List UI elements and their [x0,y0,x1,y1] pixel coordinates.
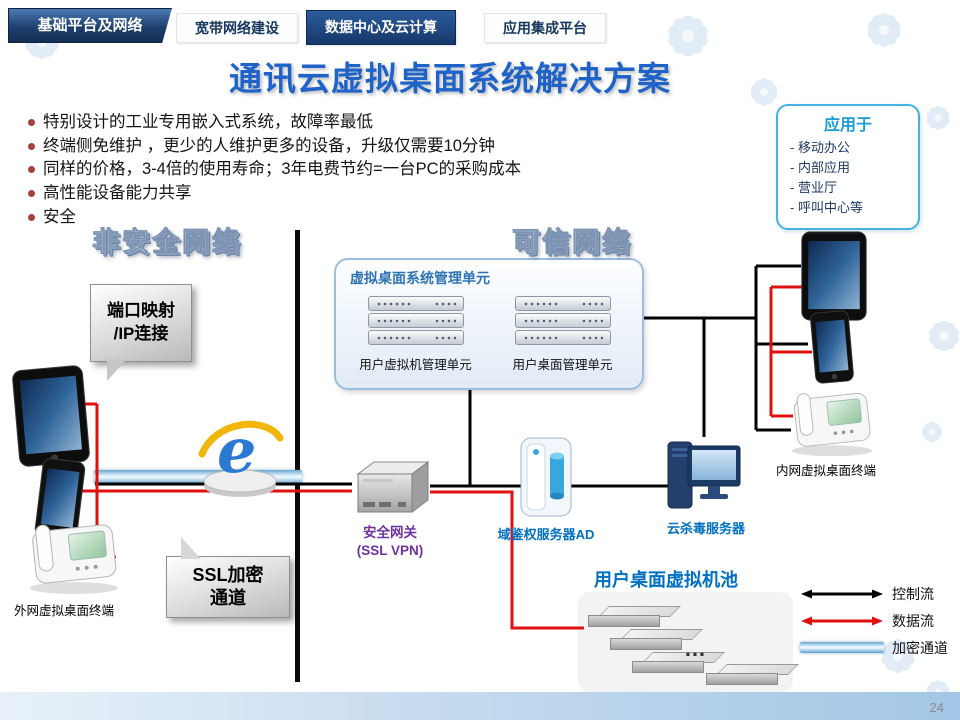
pool-server-icon [588,606,681,627]
zone-label-trusted: 可信网络 [512,227,632,258]
vdi-management-title: 虚拟桌面系统管理单元 [350,270,490,286]
bullet-item: 高性能设备能力共享 [26,183,766,204]
pool-ellipsis: … [684,636,706,661]
external-terminal-label: 外网虚拟桌面终端 [14,604,115,618]
vm-management-unit-label: 用户虚拟机管理单元 [359,358,472,372]
legend-label-encrypted: 加密通道 [892,639,948,656]
apply-to-item: - 呼叫中心等 [790,200,863,216]
legend: 控制流 数据流 加密通道 [800,580,958,661]
page-title: 通讯云虚拟桌面系统解决方案 [229,60,671,97]
tab-datacenter-cloud[interactable]: 数据中心及云计算 [306,10,456,45]
legend-row-control: 控制流 [800,580,958,607]
ad-server-label: 域鉴权服务器AD [497,527,595,542]
pool-server-icon [632,652,725,673]
bullet-item: 特别设计的工业专用嵌入式系统，故障率最低 [26,112,766,133]
ssl-tunnel-callout: SSL加密 通道 [166,537,290,618]
zone-label-untrusted: 非安全网络 [92,227,242,258]
server-stack-icon [367,294,464,347]
security-gateway-icon [352,456,432,516]
apply-to-box: 应用于 - 移动办公 - 内部应用 - 营业厅 - 呼叫中心等 [776,104,920,230]
antivirus-server-icon [666,434,744,516]
ad-server-icon [518,436,574,520]
control-flow-line-icon [801,589,883,598]
legend-row-data: 数据流 [800,607,958,634]
bullet-item: 终端侧免维护 ，更少的人维护更多的设备，升级仅需要10分钟 [26,136,766,157]
bullet-item: 同样的价格，3-4倍的使用寿命；3年电费节约=一台PC的采购成本 [26,159,766,180]
desktop-management-unit-label: 用户桌面管理单元 [512,358,613,372]
deskphone-icon [786,378,878,458]
legend-label-control: 控制流 [892,585,934,602]
server-stack-icon [514,294,611,347]
page-number: 24 [929,700,944,715]
smartphone-icon [31,455,89,542]
vm-pool-label: 用户桌面虚拟机池 [594,570,738,590]
port-mapping-callout: 端口映射 /IP连接 [90,284,192,381]
legend-row-encrypted: 加密通道 [800,634,958,661]
deskphone-icon [24,508,124,596]
tab-broadband-network[interactable]: 宽带网络建设 [176,13,298,43]
bullet-list: 特别设计的工业专用嵌入式系统，故障率最低 终端侧免维护 ，更少的人维护更多的设备… [26,112,766,230]
port-mapping-line2: /IP连接 [113,324,169,343]
vm-management-unit: 用户虚拟机管理单元 [342,290,489,382]
encrypted-channel-line-icon [800,642,884,653]
pool-server-icon [610,629,703,650]
internal-terminal-label: 内网虚拟桌面终端 [776,464,877,478]
nav-ribbon[interactable]: 基础平台及网络 [8,8,172,43]
tablet-icon [10,363,92,469]
tab-app-integration[interactable]: 应用集成平台 [484,13,606,43]
apply-to-item: - 内部应用 [790,160,850,176]
antivirus-server-label: 云杀毒服务器 [666,521,745,536]
bullet-item: 安全 [26,207,766,228]
desktop-management-unit: 用户桌面管理单元 [489,290,636,382]
internet-explorer-icon: e [190,408,290,500]
ssl-tunnel-line2: 通道 [210,588,246,608]
apply-to-item: - 营业厅 [790,180,837,196]
gateway-label: 安全网关 (SSL VPN) [338,524,442,559]
apply-to-item: - 移动办公 [790,140,850,155]
vdi-management-box: 虚拟桌面系统管理单元 用户虚拟机管理单元 用户桌面管理单元 [334,258,644,390]
gateway-label-line2: (SSL VPN) [356,542,424,558]
bottom-band [0,692,960,720]
tablet-icon [798,230,870,322]
gateway-label-line1: 安全网关 [363,525,417,540]
apply-to-title: 应用于 [823,117,872,134]
ssl-tunnel-line1: SSL加密 [192,564,264,585]
pool-server-icon [706,664,799,685]
port-mapping-line1: 端口映射 [107,301,175,321]
network-divider [295,230,300,682]
legend-label-data: 数据流 [892,612,934,629]
smartphone-icon [807,308,857,386]
data-flow-line-icon [801,616,883,625]
